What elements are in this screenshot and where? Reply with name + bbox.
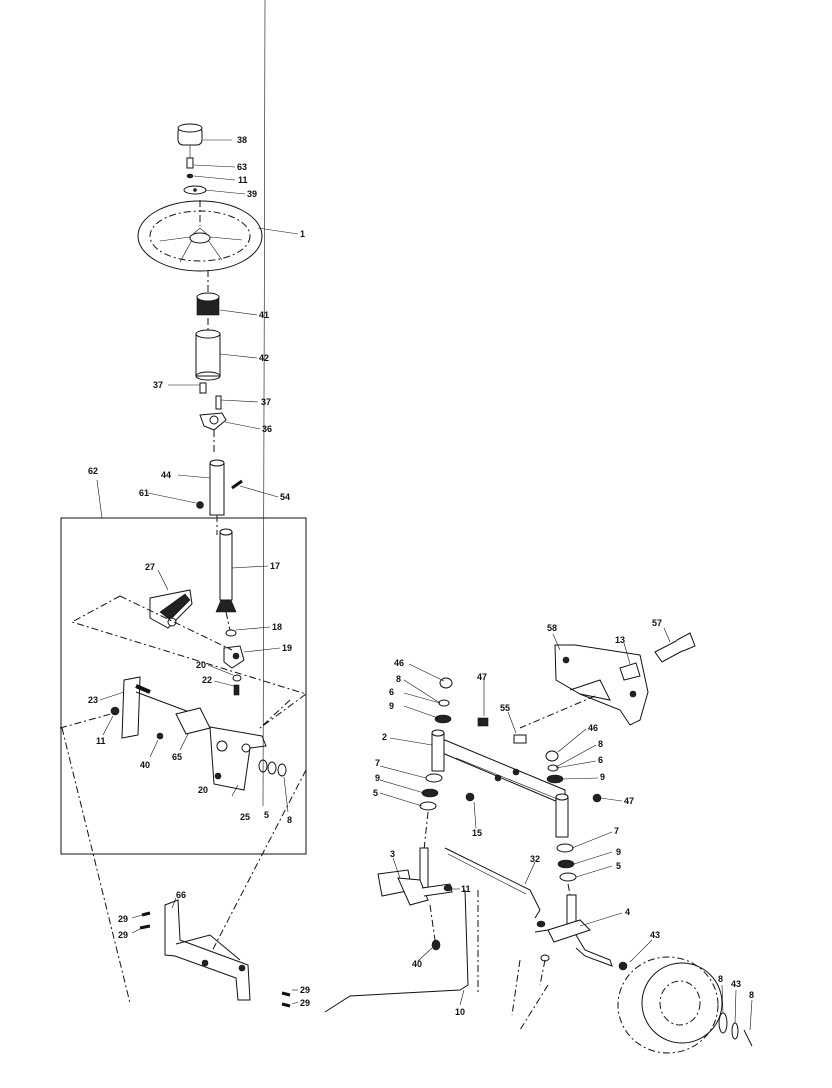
callout-13: 13 [615, 635, 625, 645]
callout-37: 37 [153, 380, 163, 390]
callout-7: 7 [375, 758, 380, 768]
callout-7: 7 [614, 826, 619, 836]
callout-41: 41 [259, 310, 269, 320]
callout-47: 47 [477, 672, 487, 682]
callout-43: 43 [731, 979, 741, 989]
callout-66: 66 [176, 890, 186, 900]
callout-17: 17 [270, 561, 280, 571]
callout-27: 27 [145, 562, 155, 572]
callout-2: 2 [382, 732, 387, 742]
callout-23: 23 [88, 695, 98, 705]
callout-8: 8 [598, 739, 603, 749]
frame-bracket-right [519, 632, 696, 729]
callout-40: 40 [140, 760, 150, 770]
callout-22: 22 [202, 675, 212, 685]
callout-5: 5 [373, 788, 378, 798]
callout-8: 8 [396, 674, 401, 684]
callout-9: 9 [616, 847, 621, 857]
steering-shaft [196, 459, 243, 535]
callout-37: 37 [261, 397, 271, 407]
callout-54: 54 [280, 492, 290, 502]
callout-29: 29 [118, 914, 128, 924]
callout-1: 1 [300, 229, 305, 239]
spindle-right [547, 894, 628, 971]
inset-parts [59, 528, 308, 791]
callout-46: 46 [394, 658, 404, 668]
callout-63: 63 [237, 162, 247, 172]
callout-29: 29 [300, 998, 310, 1008]
callout-39: 39 [247, 189, 257, 199]
tie-rod [444, 847, 550, 1031]
callout-32: 32 [530, 854, 540, 864]
callout-10: 10 [455, 1007, 465, 1017]
callout-8: 8 [749, 990, 754, 1000]
front-axle [419, 677, 602, 906]
callout-55: 55 [500, 703, 510, 713]
callout-43: 43 [650, 930, 660, 940]
callout-42: 42 [259, 353, 269, 363]
callout-62: 62 [88, 466, 98, 476]
callout-20: 20 [198, 785, 208, 795]
cap-bolt [183, 157, 207, 195]
callout-leaders [99, 0, 753, 1031]
callout-29: 29 [118, 930, 128, 940]
callout-11: 11 [238, 175, 248, 185]
callout-15: 15 [472, 828, 482, 838]
callout-9: 9 [600, 772, 605, 782]
callout-65: 65 [172, 752, 182, 762]
callout-20: 20 [196, 660, 206, 670]
callout-labels: 38 63 11 39 1 41 42 37 37 36 44 61 54 62… [88, 135, 754, 1017]
callout-11: 11 [96, 736, 106, 746]
callout-40: 40 [412, 959, 422, 969]
callout-3: 3 [390, 849, 395, 859]
callout-5: 5 [264, 810, 269, 820]
callout-36: 36 [262, 424, 272, 434]
front-wheel [617, 956, 753, 1054]
callout-61: 61 [139, 488, 149, 498]
callout-57: 57 [652, 618, 662, 628]
column-sleeve [195, 318, 221, 381]
callout-5: 5 [616, 861, 621, 871]
callout-29: 29 [300, 985, 310, 995]
callout-46: 46 [588, 723, 598, 733]
steering-wheel [137, 200, 263, 272]
frame-bracket-left [139, 899, 291, 1008]
inset-box [60, 517, 307, 855]
callout-9: 9 [389, 701, 394, 711]
callout-58: 58 [547, 623, 557, 633]
callout-6: 6 [389, 687, 394, 697]
callout-8: 8 [718, 974, 723, 984]
callout-44: 44 [161, 470, 171, 480]
spindle-left [377, 847, 453, 951]
mount-bracket [199, 382, 227, 455]
splined-adapter [196, 270, 220, 316]
callout-11: 11 [461, 884, 471, 894]
callout-25: 25 [240, 812, 250, 822]
drag-link [324, 889, 479, 1013]
callout-6: 6 [598, 755, 603, 765]
callout-38: 38 [237, 135, 247, 145]
callout-18: 18 [272, 622, 282, 632]
callout-4: 4 [625, 907, 630, 917]
callout-8: 8 [287, 815, 292, 825]
callout-9: 9 [375, 773, 380, 783]
callout-47: 47 [624, 796, 634, 806]
steering-cap [177, 123, 203, 158]
callout-19: 19 [282, 643, 292, 653]
